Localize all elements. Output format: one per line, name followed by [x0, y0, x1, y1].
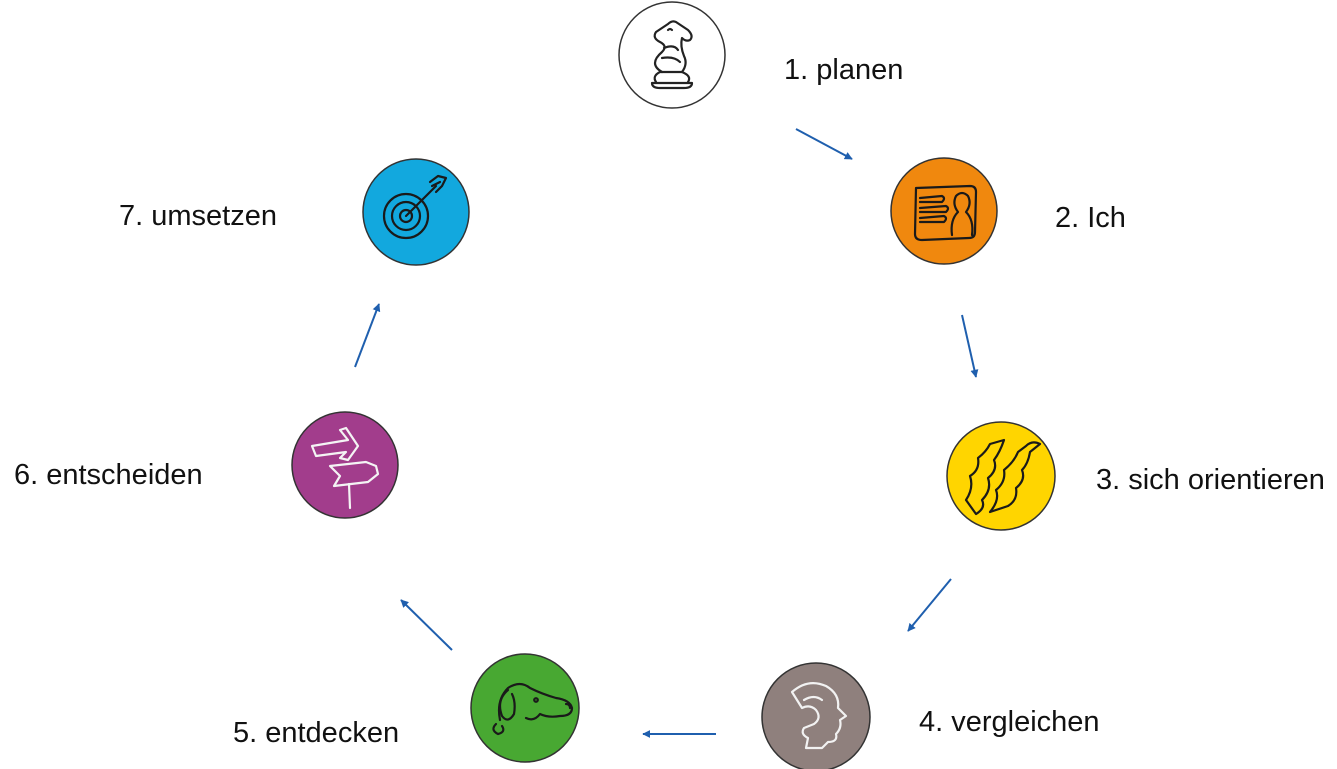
chess-knight-icon — [650, 20, 694, 90]
step-1-label: 1. planen — [784, 54, 904, 86]
step-4-circle — [761, 662, 871, 769]
step-7-circle — [362, 158, 470, 266]
arrow-5-to-6 — [400, 599, 453, 651]
step-2-node — [890, 157, 998, 265]
terrain-map-icon — [964, 438, 1042, 516]
arrow-3-to-4 — [907, 578, 952, 632]
head-profile-question-icon — [790, 681, 848, 750]
step-3-label: 3. sich orientieren — [1096, 464, 1325, 496]
sniffing-dog-icon — [492, 682, 574, 736]
step-5-circle — [470, 653, 580, 763]
step-6-label: 6. entscheiden — [14, 459, 203, 491]
arrow-2-to-3 — [961, 314, 979, 378]
step-2-label: 2. Ich — [1055, 202, 1126, 234]
signpost-icon — [310, 426, 380, 510]
arrow-6-to-7 — [354, 303, 381, 368]
id-card-icon — [913, 184, 978, 242]
step-4-node — [761, 662, 871, 769]
step-5-label: 5. entdecken — [233, 717, 400, 749]
step-7-label: 7. umsetzen — [119, 200, 277, 232]
step-1-circle — [618, 1, 726, 109]
step-4-label: 4. vergleichen — [919, 706, 1100, 738]
arrow-1-to-2 — [795, 128, 853, 160]
target-arrow-icon — [382, 174, 448, 240]
step-7-node — [362, 158, 470, 266]
flow-arrows — [354, 128, 979, 738]
step-3-node — [946, 421, 1056, 531]
step-6-node — [291, 411, 399, 519]
step-3-circle — [946, 421, 1056, 531]
step-1-node — [618, 1, 726, 109]
step-5-node — [470, 653, 580, 763]
